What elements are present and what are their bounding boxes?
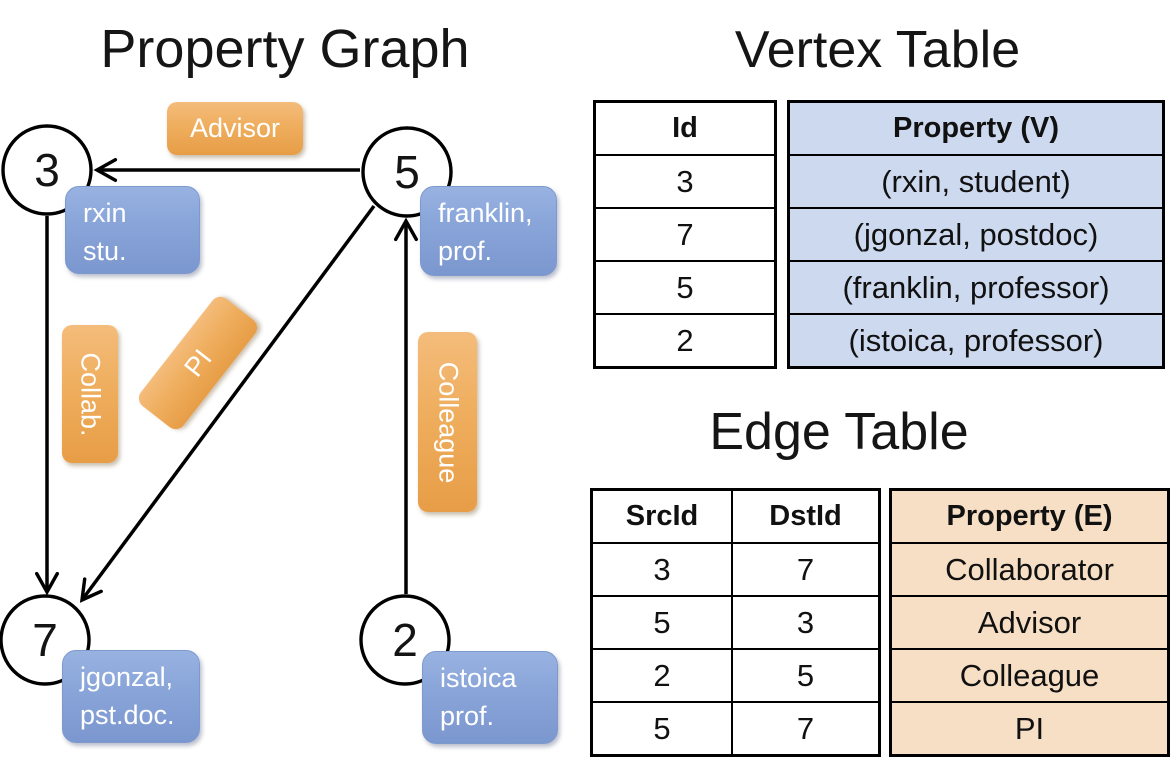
edge-dstid-cell: 3 <box>731 595 881 650</box>
table-row: (franklin, professor) <box>787 260 1165 315</box>
vertex-prop-rxin-line1: rxin <box>83 198 127 228</box>
table-row: (jgonzal, postdoc) <box>787 207 1165 262</box>
edge-srcid-cell: 3 <box>590 542 733 597</box>
vertex-id-cell: 3 <box>593 154 777 209</box>
table-row: 5 3 <box>590 595 881 650</box>
vertex-id-2: 2 <box>392 614 418 666</box>
edge-line-pi-5-to-7 <box>79 204 376 603</box>
edge-label-pi-text: PI <box>177 343 218 382</box>
vertex-id-5: 5 <box>394 146 420 198</box>
edge-property-cell: Colleague <box>889 648 1170 703</box>
edge-property-cell: Collaborator <box>889 542 1170 597</box>
edge-label-collab-text: Collab. <box>75 351 106 437</box>
vertex-property-cell: (rxin, student) <box>787 154 1165 209</box>
vertex-prop-jgonzal-line2: pst.doc. <box>80 700 175 730</box>
edge-label-advisor-text: Advisor <box>189 113 281 143</box>
edge-label-collab: Collab. <box>62 325 118 463</box>
edge-dstid-cell: 7 <box>731 542 881 597</box>
edge-label-colleague: Colleague <box>418 332 477 512</box>
edge-dstid-cell: 5 <box>731 648 881 703</box>
vertex-table-header-id: Id <box>593 100 777 156</box>
vertex-property-cell: (franklin, professor) <box>787 260 1165 315</box>
vertex-prop-jgonzal-line1: jgonzal, <box>80 662 174 692</box>
table-row: Colleague <box>889 648 1170 703</box>
edge-property-cell: Advisor <box>889 595 1170 650</box>
vertex-table-header-property: Property (V) <box>787 100 1165 156</box>
vertex-prop-istoica-line2: prof. <box>440 701 495 731</box>
vertex-id-3: 3 <box>34 144 60 196</box>
edge-srcid-cell: 5 <box>590 595 733 650</box>
table-row: (rxin, student) <box>787 154 1165 209</box>
edge-srcid-cell: 5 <box>590 701 733 757</box>
edge-dstid-cell: 7 <box>731 701 881 757</box>
table-row: 3 <box>593 154 777 209</box>
vertex-prop-box-rxin: rxin stu. <box>65 186 200 274</box>
vertex-id-7: 7 <box>32 614 58 666</box>
property-graph-title: Property Graph <box>100 19 470 79</box>
table-row: 3 7 <box>590 542 881 597</box>
table-row: Collaborator <box>889 542 1170 597</box>
edge-label-advisor: Advisor <box>167 102 303 155</box>
edge-table-property-column: Property (E) Collaborator Advisor Collea… <box>889 488 1170 757</box>
vertex-prop-istoica-line1: istoica <box>440 663 517 693</box>
vertex-prop-box-istoica: istoica prof. <box>422 651 558 744</box>
edge-table-ids-columns: SrcId DstId 3 7 5 3 2 5 5 7 <box>590 488 881 757</box>
vertex-table: Id 3 7 5 2 Property (V) (rxin, student) … <box>593 100 1165 369</box>
table-row: 2 5 <box>590 648 881 703</box>
edge-label-colleague-text: Colleague <box>433 361 463 483</box>
vertex-prop-franklin-line2: prof. <box>438 236 493 266</box>
vertex-table-title: Vertex Table <box>734 21 1021 79</box>
table-row: 5 7 <box>590 701 881 757</box>
vertex-prop-box-franklin: franklin, prof. <box>420 186 557 276</box>
edge-srcid-cell: 2 <box>590 648 733 703</box>
edge-property-cell: PI <box>889 701 1170 757</box>
edge-table: SrcId DstId 3 7 5 3 2 5 5 7 Property (E)… <box>590 488 1170 757</box>
vertex-id-cell: 7 <box>593 207 777 262</box>
table-row: PI <box>889 701 1170 757</box>
table-row: 2 <box>593 313 777 369</box>
table-row: Advisor <box>889 595 1170 650</box>
vertex-prop-franklin-line1: franklin, <box>438 198 533 228</box>
edge-table-title: Edge Table <box>709 403 969 461</box>
vertex-property-cell: (jgonzal, postdoc) <box>787 207 1165 262</box>
edge-table-header-property: Property (E) <box>889 488 1170 544</box>
vertex-table-property-column: Property (V) (rxin, student) (jgonzal, p… <box>787 100 1165 369</box>
vertex-table-id-column: Id 3 7 5 2 <box>593 100 777 369</box>
vertex-prop-rxin-line2: stu. <box>83 236 127 266</box>
table-row: 5 <box>593 260 777 315</box>
vertex-property-cell: (istoica, professor) <box>787 313 1165 369</box>
edge-table-header-srcid: SrcId <box>590 488 733 544</box>
vertex-prop-box-jgonzal: jgonzal, pst.doc. <box>62 650 200 743</box>
table-row: (istoica, professor) <box>787 313 1165 369</box>
table-row: 7 <box>593 207 777 262</box>
edge-table-header-dstid: DstId <box>731 488 881 544</box>
vertex-id-cell: 2 <box>593 313 777 369</box>
vertex-id-cell: 5 <box>593 260 777 315</box>
